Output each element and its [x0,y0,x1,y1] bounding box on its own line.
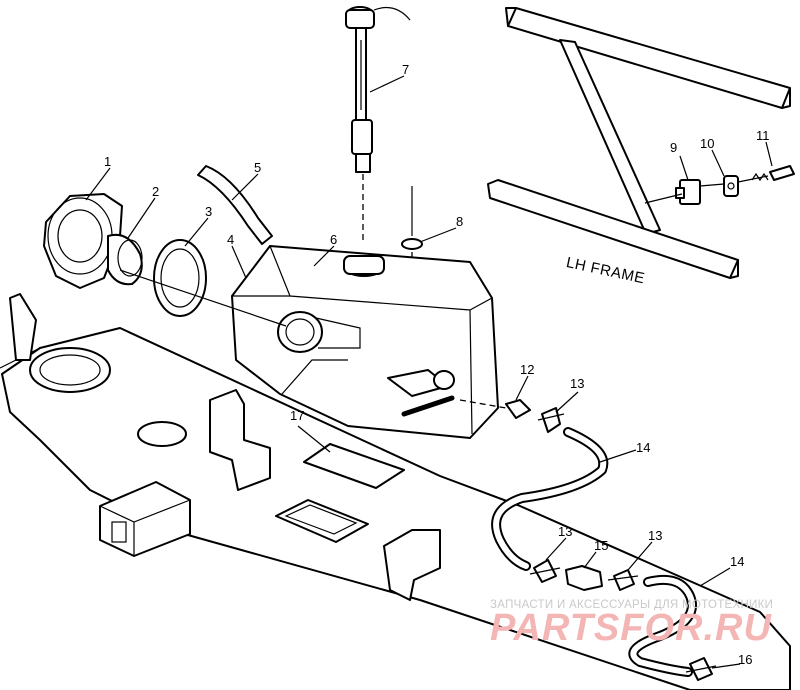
callout-16: 16 [738,652,752,667]
seat-pad [303,443,405,489]
watermark-tagline: ЗАПЧАСТИ И АКСЕССУАРЫ ДЛЯ МОТОТЕХНИКИ [490,599,773,611]
callout-14-lower: 14 [730,554,744,569]
callout-numbers: 1 2 3 4 5 6 7 8 9 10 11 12 13 13 13 14 1… [104,62,770,667]
callout-leaders [85,75,773,669]
lh-frame: LH FRAME [487,7,791,287]
watermark: ЗАПЧАСТИ И АКСЕССУАРЫ ДЛЯ МОТОТЕХНИКИ PA… [490,599,773,649]
callout-9: 9 [670,140,677,155]
callout-13-right: 13 [648,528,662,543]
callout-17: 17 [290,408,304,423]
callout-4: 4 [227,232,234,247]
callout-13-upper: 13 [570,376,584,391]
callout-6: 6 [330,232,337,247]
callout-7: 7 [402,62,409,77]
callout-2: 2 [152,184,159,199]
vent-hose [197,165,273,245]
callout-11: 11 [756,128,770,143]
callout-13-middle: 13 [558,524,572,539]
callout-12: 12 [520,362,534,377]
fuel-tank [231,245,499,439]
fuel-gauge-sender [345,6,411,240]
callout-10: 10 [700,136,714,151]
callout-14-upper: 14 [636,440,650,455]
fuel-cap-assembly [43,193,287,327]
frame-label: LH FRAME [565,254,647,287]
callout-3: 3 [205,204,212,219]
frame-clip-assembly [644,165,795,205]
fuel-line-assembly [459,399,717,681]
callout-1: 1 [104,154,111,169]
callout-5: 5 [254,160,261,175]
callout-15: 15 [594,538,608,553]
seat-base-pan [0,293,791,690]
callout-8: 8 [456,214,463,229]
watermark-brand: PARTSFOR.RU [490,607,772,649]
